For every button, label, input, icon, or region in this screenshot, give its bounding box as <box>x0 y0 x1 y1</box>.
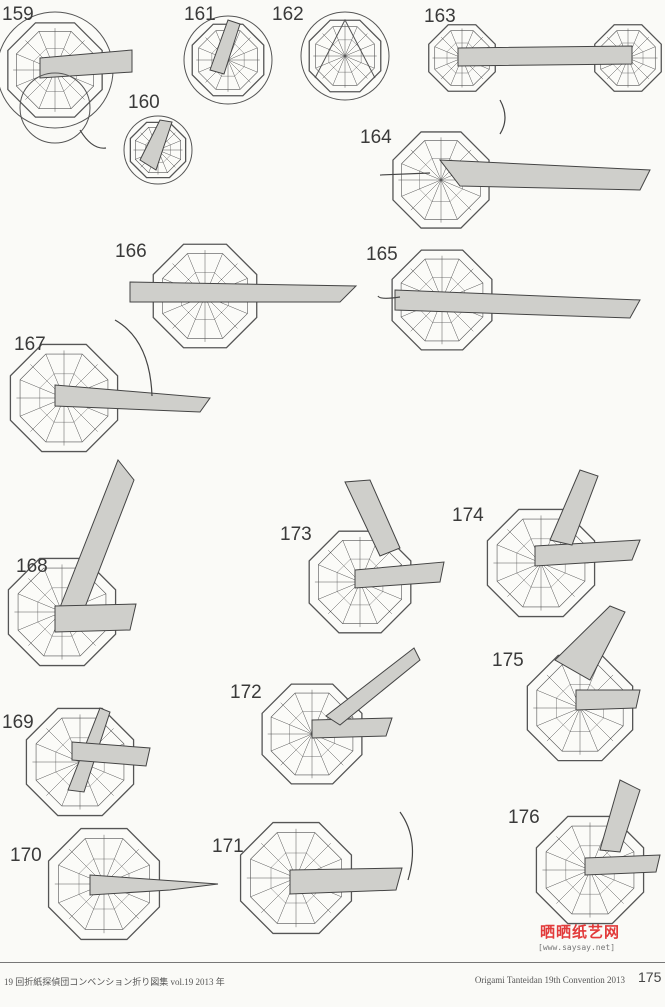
diagram-step-171 <box>239 811 414 935</box>
step-number-163: 163 <box>424 6 456 27</box>
step-number-175: 175 <box>492 650 524 671</box>
step-number-173: 173 <box>280 524 312 545</box>
step-number-167: 167 <box>14 334 46 355</box>
diagram-step-159 <box>0 11 133 149</box>
watermark-brand: 晒晒纸艺网 <box>540 923 621 941</box>
diagram-step-176 <box>535 779 661 925</box>
diagram-step-167 <box>9 319 211 453</box>
watermark-url: [www.saysay.net] <box>538 943 616 952</box>
step-number-171: 171 <box>212 836 244 857</box>
step-number-159: 159 <box>2 4 34 25</box>
footer-left-text: 19 回折紙探偵団コンベンション折り図集 vol.19 2013 年 <box>4 977 225 987</box>
step-number-166: 166 <box>115 241 147 262</box>
diagram-step-162 <box>300 11 390 101</box>
step-number-172: 172 <box>230 682 262 703</box>
step-number-165: 165 <box>366 244 398 265</box>
step-number-168: 168 <box>16 556 48 577</box>
step-number-164: 164 <box>360 127 392 148</box>
diagram-step-166 <box>129 243 358 349</box>
diagram-canvas <box>0 11 662 941</box>
step-number-176: 176 <box>508 807 540 828</box>
step-number-162: 162 <box>272 4 304 25</box>
diagram-step-161 <box>183 15 273 105</box>
step-number-174: 174 <box>452 505 484 526</box>
step-number-161: 161 <box>184 4 216 25</box>
step-number-160: 160 <box>128 92 160 113</box>
diagram-step-169 <box>25 707 151 817</box>
diagram-step-170 <box>47 827 219 941</box>
diagram-step-165 <box>377 249 641 351</box>
diagram-step-172 <box>261 647 421 785</box>
diagram-step-174 <box>486 469 641 618</box>
footer-right-text: Origami Tanteidan 19th Convention 2013 <box>474 975 625 985</box>
diagram-step-173 <box>308 479 445 634</box>
page-number: 175 <box>638 969 662 985</box>
step-number-169: 169 <box>2 712 34 733</box>
diagram-step-160 <box>123 115 193 185</box>
diagram-step-164 <box>379 131 651 229</box>
step-number-170: 170 <box>10 845 42 866</box>
footer-divider <box>0 962 665 963</box>
diagram-step-163 <box>428 24 662 135</box>
diagram-step-168 <box>7 459 137 667</box>
diagram-step-175 <box>526 605 641 762</box>
